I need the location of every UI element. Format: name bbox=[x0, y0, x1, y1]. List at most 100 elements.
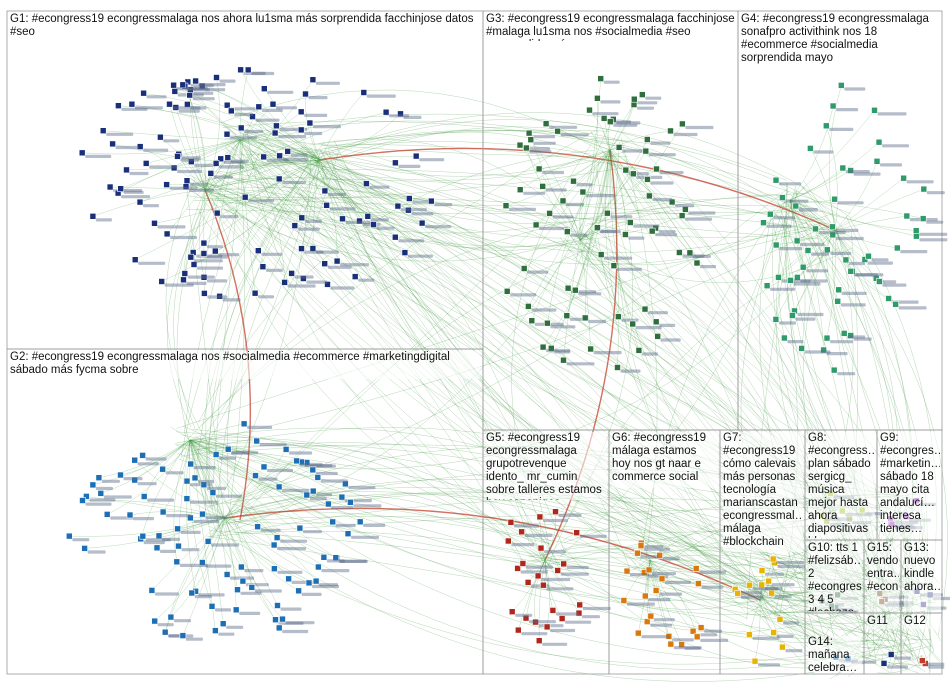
edge bbox=[173, 85, 241, 141]
edge bbox=[204, 186, 432, 202]
edge bbox=[189, 439, 275, 546]
edge bbox=[579, 239, 591, 350]
edge bbox=[640, 201, 786, 560]
node-label-smudge bbox=[659, 592, 683, 596]
node-marker bbox=[241, 193, 249, 201]
node-label-smudge bbox=[523, 191, 546, 195]
node-marker bbox=[212, 627, 219, 634]
node-marker bbox=[516, 186, 524, 193]
edge bbox=[120, 139, 241, 189]
node-marker bbox=[188, 589, 196, 597]
node-marker bbox=[504, 537, 512, 545]
node-marker bbox=[807, 145, 814, 152]
node-label-smudge bbox=[178, 109, 200, 113]
node-label-smudge bbox=[304, 250, 324, 254]
edge bbox=[557, 131, 611, 151]
node-marker bbox=[212, 160, 220, 167]
node-label-smudge bbox=[146, 95, 167, 99]
node-label-smudge bbox=[400, 208, 427, 212]
node-label-smudge bbox=[376, 226, 395, 230]
node-label-smudge bbox=[898, 306, 927, 310]
edge bbox=[609, 149, 657, 322]
node-label-smudge bbox=[550, 628, 576, 633]
edge bbox=[300, 178, 829, 225]
node-label-smudge bbox=[787, 340, 804, 344]
node-marker bbox=[629, 170, 637, 178]
node-label-smudge bbox=[570, 233, 588, 237]
node-label-smudge bbox=[648, 311, 668, 315]
node-label-smudge bbox=[248, 199, 275, 203]
node-label-smudge bbox=[205, 564, 232, 568]
node-label-smudge bbox=[541, 577, 571, 582]
node-label-smudge bbox=[278, 135, 307, 139]
node-label-smudge bbox=[194, 163, 218, 167]
node-label-smudge bbox=[926, 220, 944, 224]
node-label-smudge bbox=[776, 634, 794, 638]
edge bbox=[829, 85, 842, 231]
node-label-smudge bbox=[358, 278, 375, 282]
node-marker bbox=[522, 614, 530, 622]
edge bbox=[174, 444, 812, 603]
edge bbox=[319, 92, 364, 161]
edge bbox=[240, 69, 321, 161]
edge bbox=[169, 104, 206, 191]
edge bbox=[224, 517, 283, 620]
node-marker bbox=[622, 231, 629, 238]
edge bbox=[224, 466, 265, 519]
node-label-smudge bbox=[226, 625, 244, 629]
node-label-smudge bbox=[770, 287, 796, 291]
edge bbox=[241, 127, 321, 161]
node-marker bbox=[187, 253, 195, 261]
node-label-smudge bbox=[774, 595, 792, 599]
edge bbox=[321, 161, 776, 599]
edge bbox=[118, 105, 321, 161]
node-label-smudge bbox=[338, 559, 368, 563]
node-label-smudge bbox=[340, 263, 370, 267]
node-label-smudge bbox=[648, 153, 676, 157]
node-marker bbox=[587, 345, 594, 353]
node-label-smudge bbox=[882, 144, 909, 148]
node-label-smudge bbox=[848, 261, 865, 266]
node-marker bbox=[638, 91, 646, 98]
node-marker bbox=[847, 167, 854, 174]
node-label-smudge bbox=[145, 538, 171, 542]
node-marker bbox=[514, 565, 521, 572]
node-marker bbox=[323, 202, 330, 209]
edge bbox=[649, 559, 682, 645]
node-marker bbox=[199, 559, 206, 566]
edge bbox=[189, 439, 242, 568]
edge bbox=[319, 159, 338, 262]
node-label-smudge bbox=[258, 295, 275, 299]
edge bbox=[620, 137, 658, 560]
node-label-smudge bbox=[179, 563, 208, 567]
edge bbox=[224, 113, 787, 181]
node-label-smudge bbox=[137, 482, 157, 486]
node-label-smudge bbox=[777, 564, 806, 569]
group-label-g6: G6: #econgress19 málaga estamos hoy nos … bbox=[612, 432, 718, 488]
node-marker bbox=[519, 560, 527, 567]
edge bbox=[647, 559, 651, 622]
node-label-smudge bbox=[215, 494, 242, 498]
edge bbox=[507, 149, 611, 292]
node-marker bbox=[549, 607, 557, 614]
edge bbox=[759, 599, 783, 648]
edge bbox=[107, 439, 191, 515]
node-marker bbox=[693, 633, 701, 641]
node-label-smudge bbox=[129, 171, 149, 176]
node-label-smudge bbox=[622, 149, 647, 153]
edge bbox=[197, 141, 325, 460]
node-marker bbox=[255, 103, 263, 111]
node-label-smudge bbox=[566, 202, 584, 207]
node-label-smudge bbox=[207, 279, 227, 283]
node-marker bbox=[276, 152, 283, 160]
node-marker bbox=[840, 330, 848, 337]
node-label-smudge bbox=[778, 321, 796, 325]
node-marker bbox=[136, 143, 144, 150]
group-label-g9: G9: #econgres… #marketin… sábado 18 mayo… bbox=[880, 432, 940, 538]
node-marker bbox=[648, 227, 656, 235]
node-marker bbox=[223, 571, 231, 578]
node-label-smudge bbox=[185, 86, 208, 90]
node-label-smudge bbox=[599, 230, 621, 234]
node-label-smudge bbox=[800, 279, 828, 283]
node-label-smudge bbox=[157, 623, 174, 627]
